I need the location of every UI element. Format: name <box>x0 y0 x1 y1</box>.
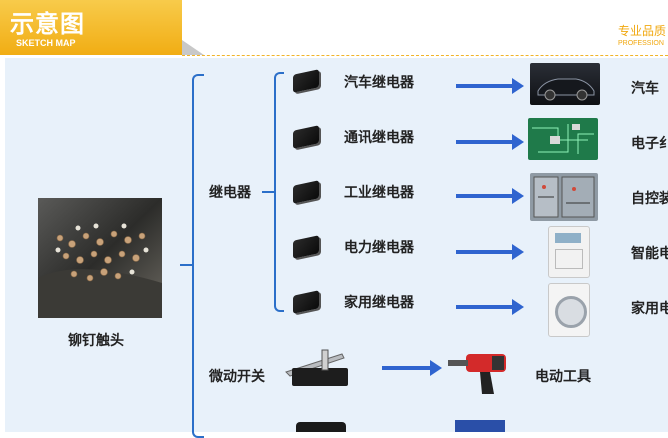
application-label: 家用电 <box>631 301 668 317</box>
partial-component-image <box>296 422 346 432</box>
arrow-head <box>512 244 524 260</box>
header-fold <box>182 40 204 55</box>
circuit-board-image <box>528 118 598 160</box>
arrow-line <box>456 84 514 88</box>
partial-device-image <box>455 420 505 432</box>
industrial-control-image <box>530 173 598 221</box>
arrow-head <box>512 299 524 315</box>
application-label: 汽车 <box>631 81 659 97</box>
arrow-head <box>512 188 524 204</box>
arrow-line <box>382 366 432 370</box>
header-tab <box>0 0 182 55</box>
arrow-line <box>456 140 514 144</box>
relay-bracket <box>274 72 284 312</box>
car-image <box>530 63 600 105</box>
page-subtitle: SKETCH MAP <box>16 38 76 48</box>
relay-group-connector <box>262 191 274 193</box>
arrow-head <box>512 134 524 150</box>
power-drill-image <box>446 348 514 396</box>
main-bracket <box>192 74 204 438</box>
arrow-line <box>456 305 514 309</box>
relay-item-label: 汽车继电器 <box>344 75 414 91</box>
relay-item-label: 工业继电器 <box>344 185 414 201</box>
arrow-head <box>512 78 524 94</box>
application-label: 电子纟 <box>631 136 668 152</box>
arrow-head <box>430 360 442 376</box>
tagline-cn: 专业品质 <box>618 24 667 38</box>
rivet-contacts-image <box>38 198 162 318</box>
relay-item-label: 通讯继电器 <box>344 130 414 146</box>
tagline-en: PROFESSION <box>618 40 664 47</box>
smart-meter-image <box>548 226 590 278</box>
root-connector <box>180 264 194 266</box>
switch-application-label: 电动工具 <box>535 369 591 385</box>
page-title: 示意图 <box>10 10 85 38</box>
arrow-line <box>456 194 514 198</box>
arrow-line <box>456 250 514 254</box>
root-label: 铆钉触头 <box>68 333 124 349</box>
application-label: 自控装 <box>631 191 668 207</box>
application-label: 智能电 <box>631 246 668 262</box>
switch-group-label: 微动开关 <box>209 369 265 385</box>
relay-item-label: 电力继电器 <box>344 240 414 256</box>
header-divider <box>182 55 668 56</box>
micro-switch-image <box>282 342 354 390</box>
relay-group-label: 继电器 <box>209 185 251 201</box>
relay-item-label: 家用继电器 <box>344 295 414 311</box>
washing-machine-image <box>548 283 590 337</box>
